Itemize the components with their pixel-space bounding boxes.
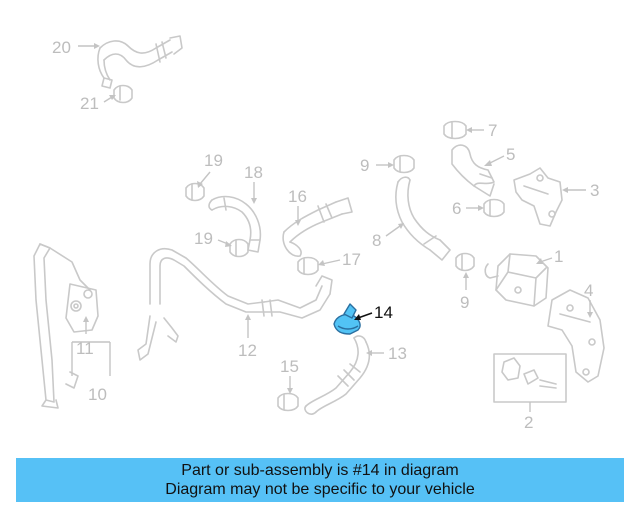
part-7-clamp[interactable] xyxy=(443,120,467,140)
part-17-clamp[interactable] xyxy=(297,256,319,276)
callout-4[interactable]: 4 xyxy=(584,281,593,300)
part-9-clamp-lower[interactable] xyxy=(455,252,475,272)
callout-5[interactable]: 5 xyxy=(506,145,515,164)
part-20-upper-hose[interactable] xyxy=(97,35,183,89)
callout-13[interactable]: 13 xyxy=(388,344,407,363)
callout-8[interactable]: 8 xyxy=(372,231,381,250)
callout-2[interactable]: 2 xyxy=(524,413,533,432)
callout-12[interactable]: 12 xyxy=(238,341,257,360)
part-21-clamp[interactable] xyxy=(113,84,133,104)
part-13-hose[interactable] xyxy=(304,335,371,415)
part-9-clamp-upper[interactable] xyxy=(393,154,415,174)
callout-1[interactable]: 1 xyxy=(554,247,563,266)
part-10-pipe[interactable] xyxy=(33,243,91,409)
info-banner: Part or sub-assembly is #14 in diagram D… xyxy=(16,458,624,502)
parts-diagram: 20 21 7 5 9 19 18 16 3 6 8 19 17 1 9 14 … xyxy=(33,35,605,432)
part-6-clamp[interactable] xyxy=(483,198,505,218)
part-15-clamp[interactable] xyxy=(277,392,299,412)
callout-6[interactable]: 6 xyxy=(452,199,461,218)
part-12-pipe[interactable] xyxy=(137,248,333,361)
part-19-clamp-upper[interactable] xyxy=(185,182,205,202)
callout-3[interactable]: 3 xyxy=(590,181,599,200)
part-1-thermostat-housing[interactable] xyxy=(484,253,549,307)
banner-line-1: Part or sub-assembly is #14 in diagram xyxy=(181,462,459,479)
banner-line-2: Diagram may not be specific to your vehi… xyxy=(165,481,475,498)
callout-labels: 20 21 7 5 9 19 18 16 3 6 8 19 17 1 9 14 … xyxy=(52,38,599,432)
part-2-hardware-kit[interactable] xyxy=(493,353,567,403)
part-11-bracket[interactable] xyxy=(65,283,99,333)
callout-7[interactable]: 7 xyxy=(488,121,497,140)
part-3-bracket[interactable] xyxy=(513,167,563,227)
callout-15[interactable]: 15 xyxy=(280,357,299,376)
part-8-hose[interactable] xyxy=(395,176,451,261)
part-16-hose[interactable] xyxy=(282,197,353,257)
callout-16[interactable]: 16 xyxy=(288,187,307,206)
callout-10[interactable]: 10 xyxy=(88,385,107,404)
part-5-hose[interactable] xyxy=(451,144,495,197)
leader-lines xyxy=(71,43,593,412)
callout-18[interactable]: 18 xyxy=(244,163,263,182)
callout-9-upper[interactable]: 9 xyxy=(360,156,369,175)
leader-14 xyxy=(354,312,373,320)
part-18-hose[interactable] xyxy=(208,195,262,253)
part-4-bracket[interactable] xyxy=(547,289,605,383)
callout-21[interactable]: 21 xyxy=(80,94,99,113)
callout-19-upper[interactable]: 19 xyxy=(204,151,223,170)
callout-20[interactable]: 20 xyxy=(52,38,71,57)
part-19-clamp-lower[interactable] xyxy=(229,238,249,258)
part-14-clamp-highlighted[interactable] xyxy=(333,303,361,335)
callout-17[interactable]: 17 xyxy=(342,250,361,269)
callout-19-lower[interactable]: 19 xyxy=(194,229,213,248)
callout-9-lower[interactable]: 9 xyxy=(460,293,469,312)
callout-11[interactable]: 11 xyxy=(76,339,94,358)
callout-14[interactable]: 14 xyxy=(374,303,393,322)
